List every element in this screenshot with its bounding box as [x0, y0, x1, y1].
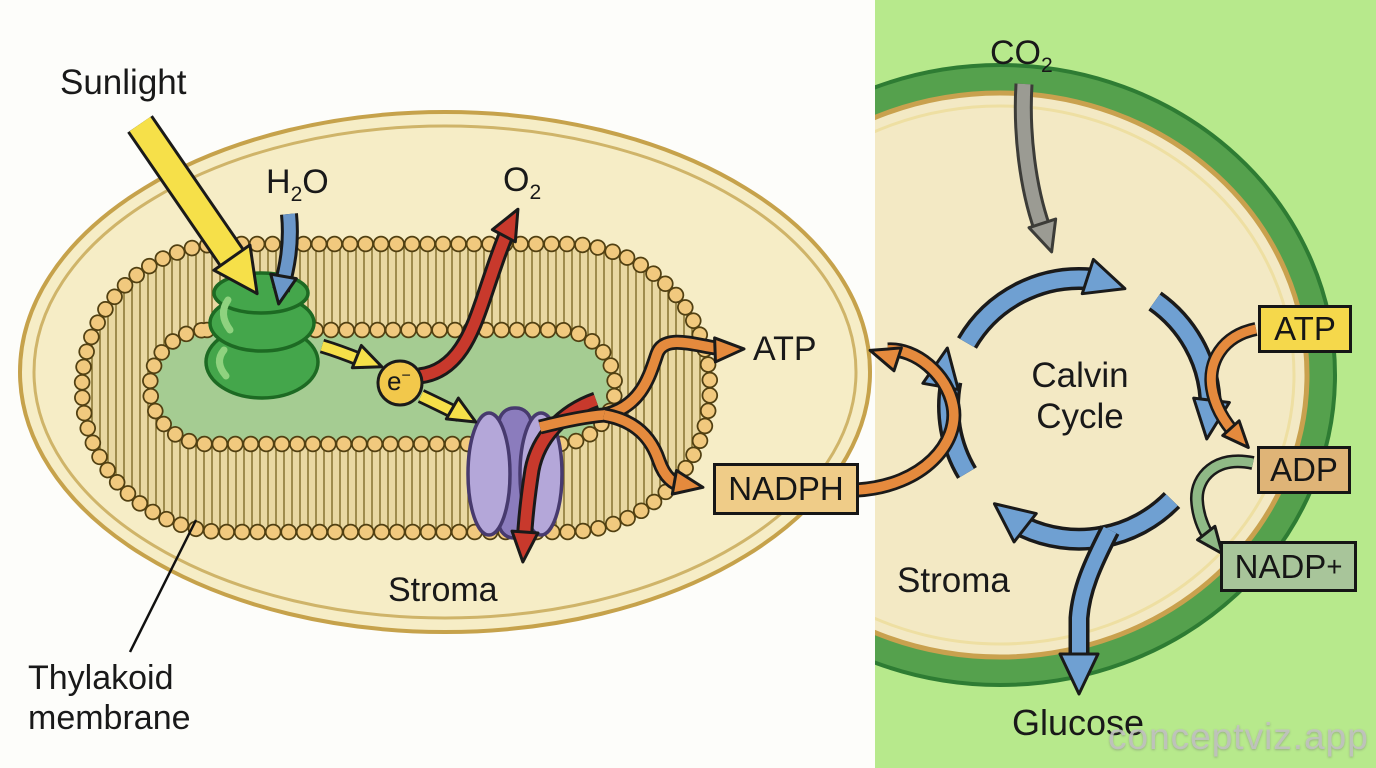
atp-to-adp-arrow	[1204, 322, 1258, 449]
thylakoid-pointer-line	[128, 519, 198, 653]
adp-to-nadp-arrow	[1190, 454, 1255, 556]
recycle-return-arrow	[856, 342, 962, 498]
o2-label: O2	[503, 161, 542, 204]
co2-label: CO2	[990, 34, 1053, 77]
electron-transfer-arrow-1	[319, 338, 384, 370]
co2-arrow	[1013, 83, 1058, 254]
glucose-label: Glucose	[1012, 702, 1145, 743]
nadph-output-arrow	[602, 407, 705, 496]
atp-output-arrow	[538, 334, 746, 435]
h2o-label: H2O	[266, 163, 329, 206]
stroma-label-right: Stroma	[897, 561, 1010, 600]
sunlight-label: Sunlight	[60, 63, 187, 102]
electron-badge	[376, 359, 424, 407]
atp-box: ATP	[1258, 305, 1352, 353]
stroma-label-left: Stroma	[388, 571, 498, 609]
calvin-cycle-arc-top	[957, 257, 1127, 350]
o2-arrow	[417, 207, 520, 385]
photosystem-icon	[204, 271, 320, 400]
electron-transfer-arrow-2	[417, 389, 478, 424]
atp-label-left: ATP	[753, 330, 817, 368]
watermark: conceptviz.app	[1108, 716, 1369, 757]
nadph-box: NADPH	[713, 463, 859, 515]
nadp-box: NADP+	[1220, 541, 1357, 592]
h2o-arrow	[269, 213, 299, 306]
chloroplast-right	[875, 63, 1337, 687]
adp-box: ADP	[1257, 446, 1351, 494]
electron-label: e−	[387, 366, 411, 396]
glucose-arrow	[1058, 525, 1120, 696]
sunlight-arrow	[127, 115, 259, 296]
